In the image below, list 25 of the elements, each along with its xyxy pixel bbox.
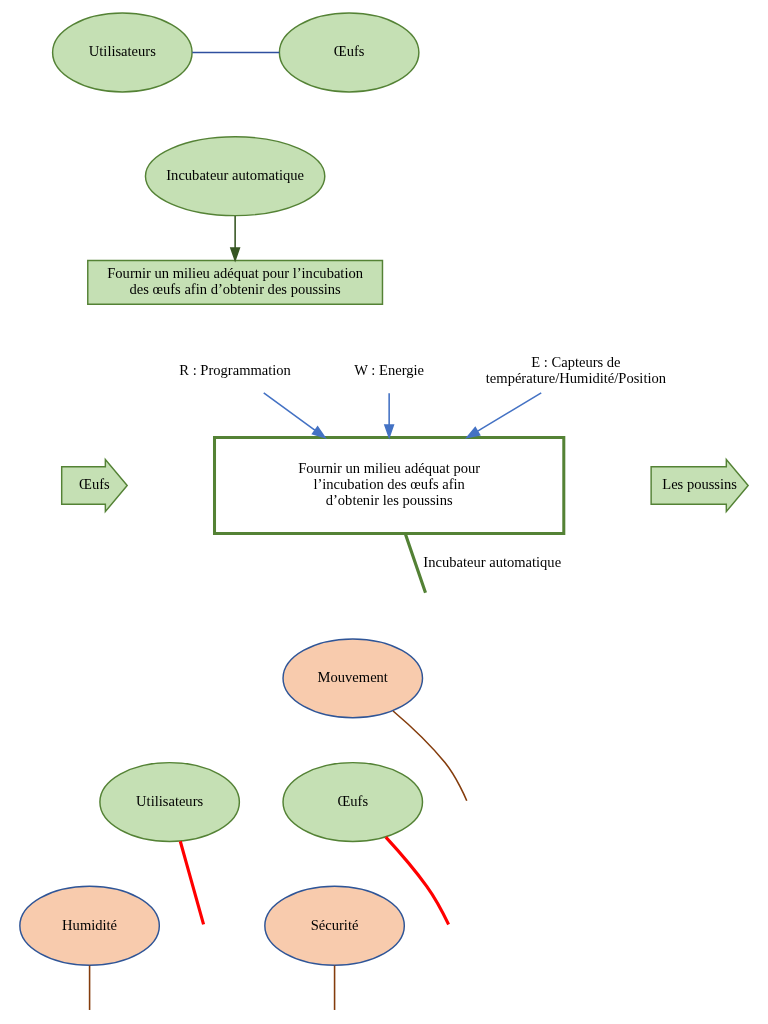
arrow [383,392,395,440]
node-box: Fournir un milieu adéquat pour l’incubation des œufs afin d’obtenir des poussins [87,259,384,305]
node-ellipse: Humidité [19,885,161,966]
node-ellipse: Incubateur automatique [144,136,326,217]
node-ellipse: Utilisateurs [99,761,241,843]
node-ellipse: Œufs [282,761,424,843]
arrow [465,392,542,439]
connector [403,533,427,594]
node-ellipse: Œufs [278,12,420,93]
connector [333,964,336,1011]
edge-label: Incubateur automatique [423,553,562,570]
connector [191,51,281,54]
connector [392,710,468,802]
connector [178,840,206,925]
node-text: W : Energie [354,361,425,378]
arrow [229,215,241,263]
node-box: Fournir un milieu adéquat pour l’incubation des œufs afin d’obtenir les poussins [213,436,566,535]
arrow [262,392,327,439]
node-ellipse: Sécurité [264,885,406,966]
connector [384,836,450,926]
node-ellipse: Mouvement [282,638,424,719]
node-text: R : Programmation [179,361,291,378]
node-text: E : Capteurs de température/Humidité/Position [485,353,667,386]
connector [88,964,91,1011]
node-ellipse: Utilisateurs [51,12,193,93]
